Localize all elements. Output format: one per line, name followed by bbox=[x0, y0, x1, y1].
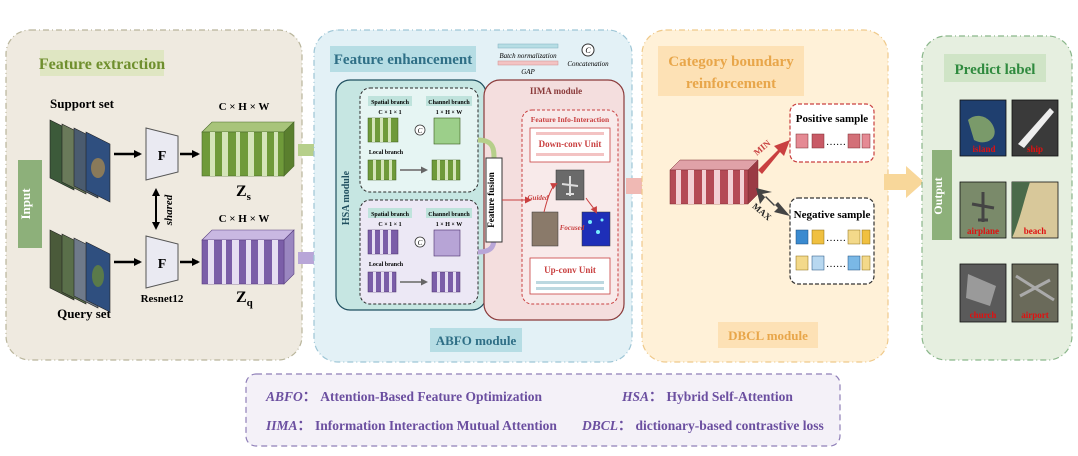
abbreviation-legend: ABFO：Attention-Based Feature Optimizatio… bbox=[245, 373, 841, 447]
spatial-branch-label-bottom: Spatial branch bbox=[371, 212, 410, 218]
abfo-module-label: ABFO module bbox=[436, 333, 517, 348]
output-image-airplane: airplane bbox=[959, 181, 1007, 239]
output-class-beach: beach bbox=[1024, 226, 1047, 236]
svg-text:……: …… bbox=[826, 259, 846, 270]
iima-focused-image bbox=[581, 211, 611, 247]
local-branch-label-top: Local branch bbox=[369, 150, 404, 156]
hsa-module-label: HSA module bbox=[341, 170, 352, 225]
focused-label: Focused bbox=[560, 224, 585, 232]
info-interaction-label: Feature Info-Interaction bbox=[531, 115, 610, 124]
channel-branch-label-top: Channel branch bbox=[428, 100, 470, 106]
batch-norm-label: Batch normalization bbox=[499, 52, 557, 60]
negative-sample-label: Negative sample bbox=[794, 209, 871, 221]
negative-sample-cubes: …… …… bbox=[795, 229, 871, 271]
encoder-bottom-label: F bbox=[158, 257, 167, 272]
iima-guided-image bbox=[531, 211, 559, 247]
spatial-dims-bottom: C × 1 × 1 bbox=[378, 222, 401, 228]
down-conv-label: Down-conv Unit bbox=[539, 139, 602, 149]
spatial-branch-label-top: Spatial branch bbox=[371, 100, 410, 106]
panel-title-boundary-line2: reinforcement bbox=[686, 76, 776, 92]
concat-symbol-bottom: C bbox=[418, 239, 423, 247]
legend-item-iima: IIMA：Information Interaction Mutual Atte… bbox=[265, 418, 557, 433]
panel-feature-enhancement: Feature enhancement Batch normalization … bbox=[313, 29, 633, 363]
zs-label: Zs bbox=[236, 183, 252, 203]
input-label: Input bbox=[18, 188, 33, 220]
shared-label: shared bbox=[163, 194, 175, 226]
min-arrow bbox=[758, 140, 790, 174]
legend-item-dbcl: DBCL：dictionary-based contrastive loss bbox=[581, 418, 824, 433]
output-class-ship: ship bbox=[1027, 144, 1043, 154]
panel-feature-extraction: Feature extraction Input Support set Que… bbox=[5, 29, 303, 361]
positive-sample-label: Positive sample bbox=[796, 113, 869, 125]
iima-title: IIMA module bbox=[530, 86, 582, 96]
query-set-images bbox=[49, 229, 111, 313]
legend-item-hsa: HSA：Hybrid Self-Attention bbox=[621, 389, 793, 404]
encoder-top-label: F bbox=[158, 149, 167, 164]
concatenation-label: Concatenation bbox=[567, 60, 609, 68]
channel-dims-bottom: 1 × H × W bbox=[436, 222, 462, 228]
backbone-label: Resnet12 bbox=[141, 293, 184, 305]
output-class-airplane: airplane bbox=[967, 226, 999, 236]
zs-dims-label: C × H × W bbox=[219, 101, 270, 113]
zq-feature-block bbox=[201, 229, 295, 285]
output-class-church: church bbox=[970, 310, 997, 320]
output-class-island: island bbox=[972, 144, 995, 154]
legend-item-abfo: ABFO：Attention-Based Feature Optimizatio… bbox=[265, 389, 542, 404]
zs-feature-block bbox=[201, 121, 295, 177]
output-label: Output bbox=[931, 177, 945, 214]
panel-title-predict-label: Predict label bbox=[955, 62, 1036, 78]
output-image-island: island bbox=[959, 99, 1007, 157]
query-set-label: Query set bbox=[57, 306, 111, 321]
output-image-church: church bbox=[959, 263, 1007, 323]
max-arrow bbox=[756, 188, 790, 216]
dbcl-module-label: DBCL module bbox=[728, 328, 808, 343]
svg-text:……: …… bbox=[826, 233, 846, 244]
channel-branch-label-bottom: Channel branch bbox=[428, 212, 470, 218]
output-image-airport: airport bbox=[1011, 263, 1059, 323]
panel-title-feature-extraction: Feature extraction bbox=[39, 56, 165, 73]
concat-symbol-top: C bbox=[418, 127, 423, 135]
dbcl-feature-block bbox=[669, 159, 759, 205]
local-branch-label-bottom: Local branch bbox=[369, 262, 404, 268]
positive-sample-cubes: …… bbox=[795, 133, 871, 149]
channel-dims-top: 1 × H × W bbox=[436, 110, 462, 116]
feature-fusion-label: Feature fusion bbox=[486, 172, 496, 228]
support-set-label: Support set bbox=[50, 96, 115, 111]
panel-title-boundary-line1: Category boundary bbox=[668, 54, 794, 70]
panel-predict-label: Predict label Output island ship airplan… bbox=[921, 35, 1073, 361]
gap-label: GAP bbox=[521, 68, 535, 76]
zq-label: Zq bbox=[236, 289, 254, 309]
output-class-airport: airport bbox=[1021, 310, 1049, 320]
svg-text:……: …… bbox=[826, 137, 846, 148]
concat-symbol: C bbox=[585, 46, 591, 55]
support-set-images bbox=[49, 119, 111, 203]
spatial-dims-top: C × 1 × 1 bbox=[378, 110, 401, 116]
zq-dims-label: C × H × W bbox=[219, 213, 270, 225]
guided-label: Guided bbox=[528, 194, 550, 202]
output-image-ship: ship bbox=[1011, 99, 1059, 157]
panel-title-feature-enhancement: Feature enhancement bbox=[334, 52, 472, 68]
arrow-boundary-to-output bbox=[884, 166, 924, 198]
up-conv-label: Up-conv Unit bbox=[544, 265, 596, 275]
output-image-beach: beach bbox=[1011, 181, 1059, 239]
panel-category-boundary: Category boundary reinforcement MIN MAX … bbox=[641, 29, 889, 363]
